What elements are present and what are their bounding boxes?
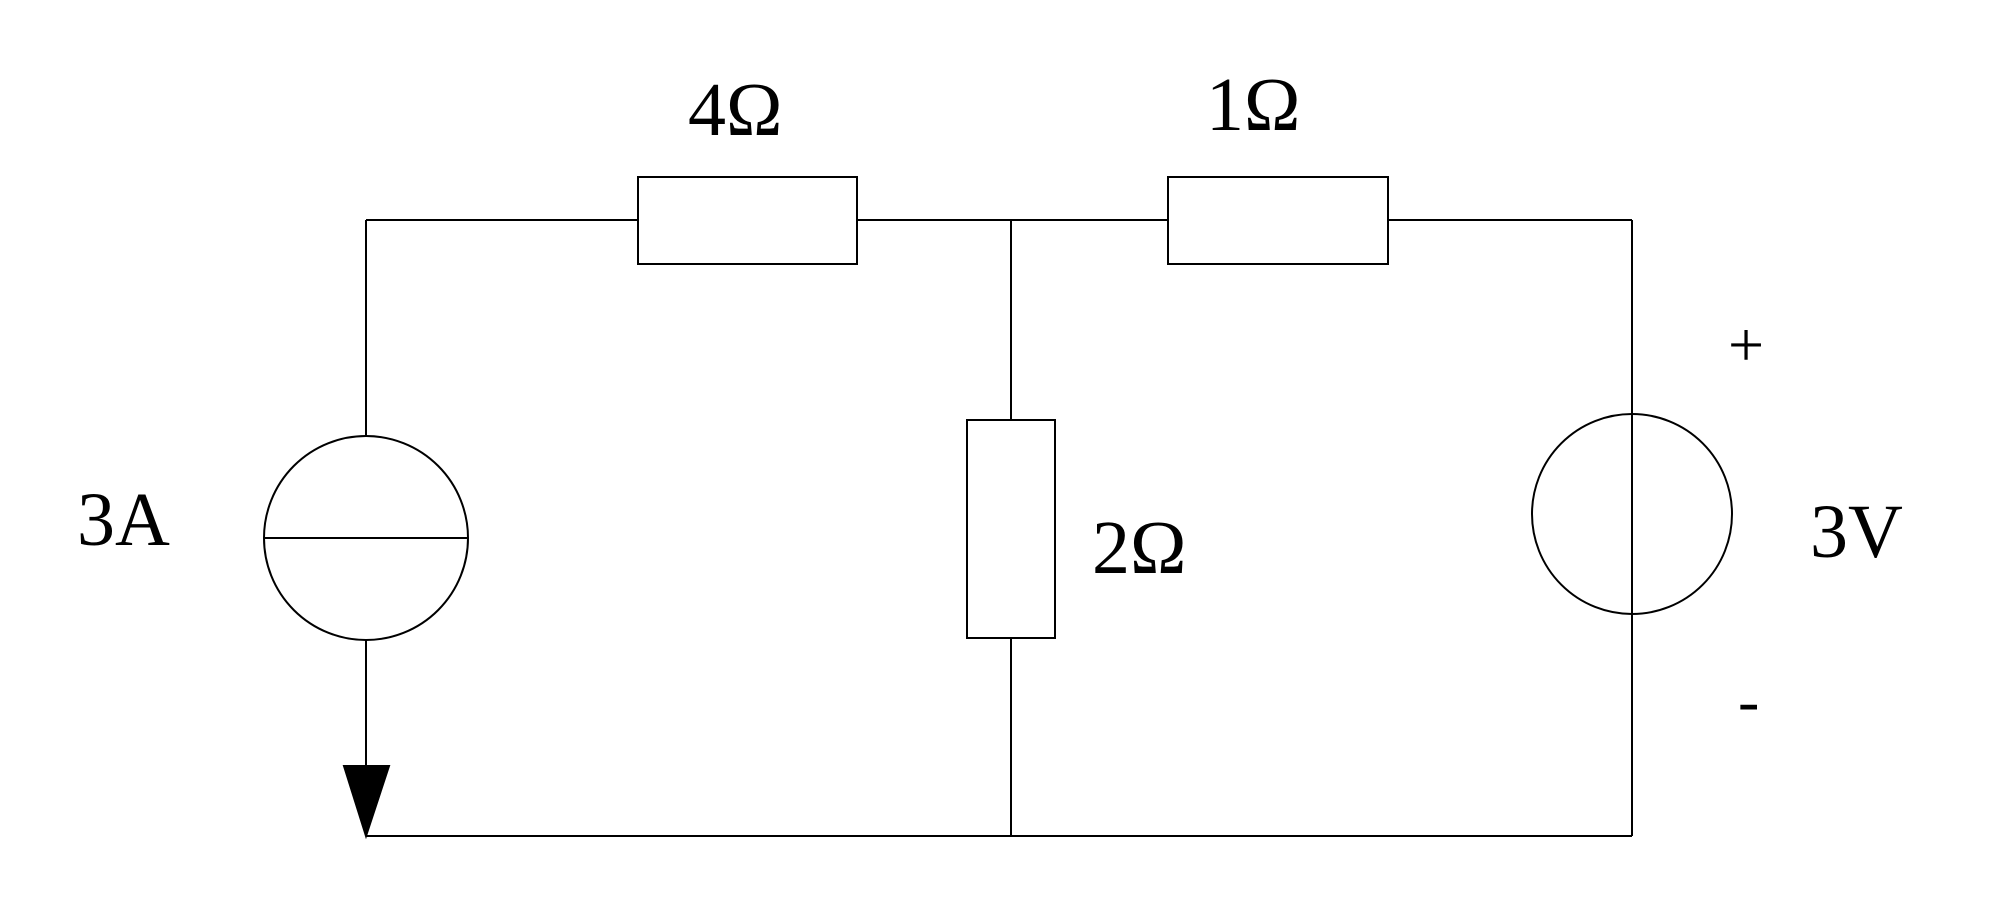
wires (365, 219, 1633, 837)
label-resistor-top-right: 1Ω (1206, 63, 1300, 147)
label-resistor-middle: 2Ω (1092, 506, 1186, 590)
resistor-top-left (637, 176, 858, 265)
label-current-source: 3A (77, 478, 170, 562)
arrow-down-icon (342, 765, 391, 840)
resistor-top-right (1167, 176, 1389, 265)
voltage-plus-sign: + (1728, 309, 1764, 380)
label-resistor-top-left: 4Ω (688, 68, 782, 152)
label-voltage-source: 3V (1810, 490, 1903, 574)
resistor-middle (966, 419, 1056, 639)
voltage-minus-sign: - (1738, 665, 1759, 736)
current-source (263, 435, 469, 840)
voltage-source-circle (1531, 413, 1733, 615)
